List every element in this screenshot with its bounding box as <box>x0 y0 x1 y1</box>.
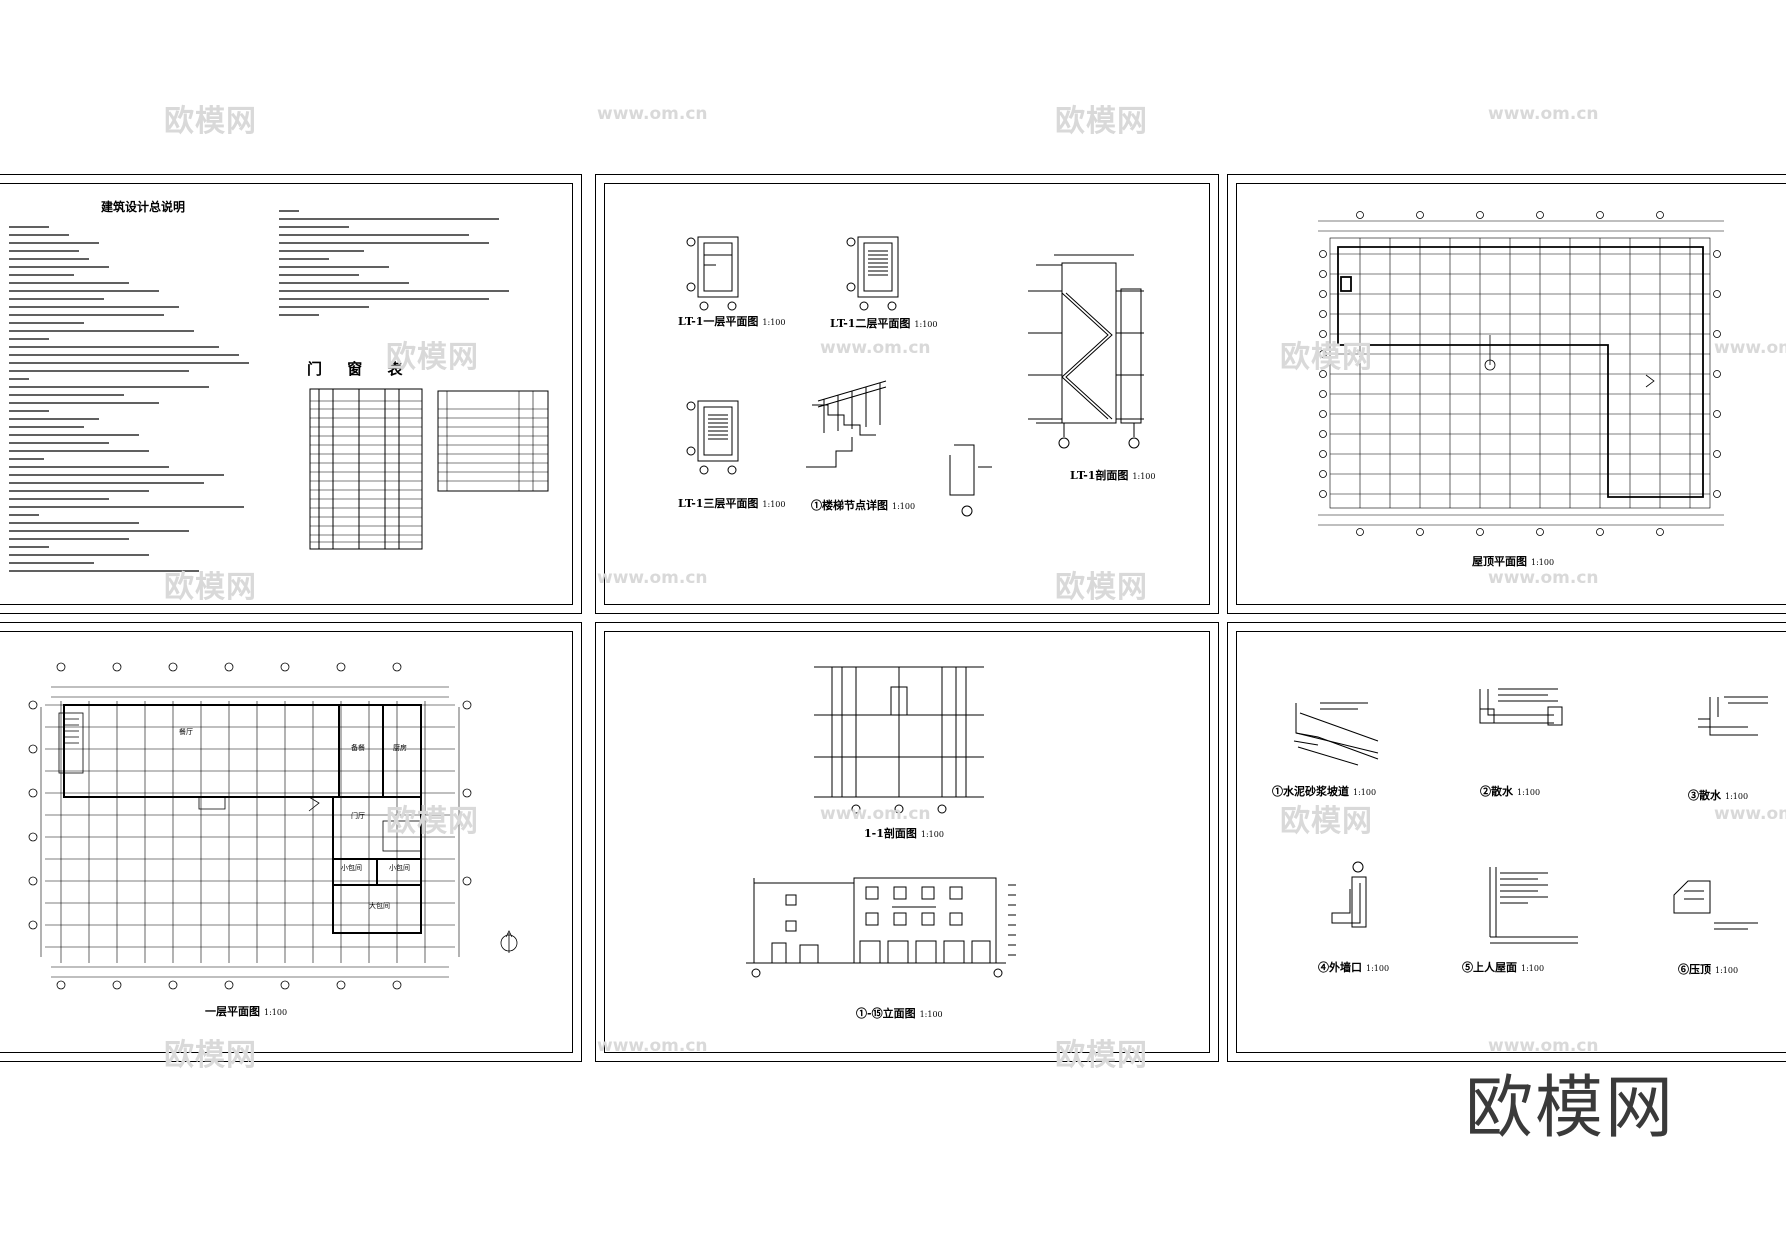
stair-drawings <box>686 236 1144 517</box>
sheet-frame <box>604 631 1210 1053</box>
sheet-frame <box>0 183 573 605</box>
roof-plan-drawing <box>1318 211 1724 536</box>
corner-watermark: 欧模网 <box>1465 1069 1676 1148</box>
watermark-url: www.om.cn <box>1488 104 1599 124</box>
notes-text-block <box>9 210 509 572</box>
room-lobby: 门厅 <box>351 812 365 820</box>
room-dining: 餐厅 <box>179 728 193 736</box>
room-large-private: 大包间 <box>369 902 390 910</box>
room-small-private-2: 小包间 <box>389 864 410 872</box>
door-window-table <box>309 388 549 550</box>
sheet-frame <box>604 183 1210 605</box>
watermark-brand: 欧模网 <box>164 104 257 139</box>
room-kitchen: 厨房 <box>393 744 407 752</box>
sheet-design-notes[interactable]: 建筑设计总说明 <box>0 174 582 614</box>
design-notes-title: 建筑设计总说明 <box>101 200 186 214</box>
section-elevation-drawing <box>746 666 1016 978</box>
sheet-frame <box>1236 631 1786 1053</box>
watermark-brand: 欧模网 <box>1055 104 1148 139</box>
sheet-frame <box>1236 183 1786 605</box>
details-drawing <box>1293 688 1768 944</box>
door-window-table-title: 门 窗 表 <box>307 360 413 378</box>
ground-floor-plan-drawing <box>28 662 518 990</box>
sheet-frame <box>0 631 573 1053</box>
room-small-private-1: 小包间 <box>341 864 362 872</box>
room-pantry: 备餐 <box>351 744 365 752</box>
watermark-url: www.om.cn <box>597 104 708 124</box>
